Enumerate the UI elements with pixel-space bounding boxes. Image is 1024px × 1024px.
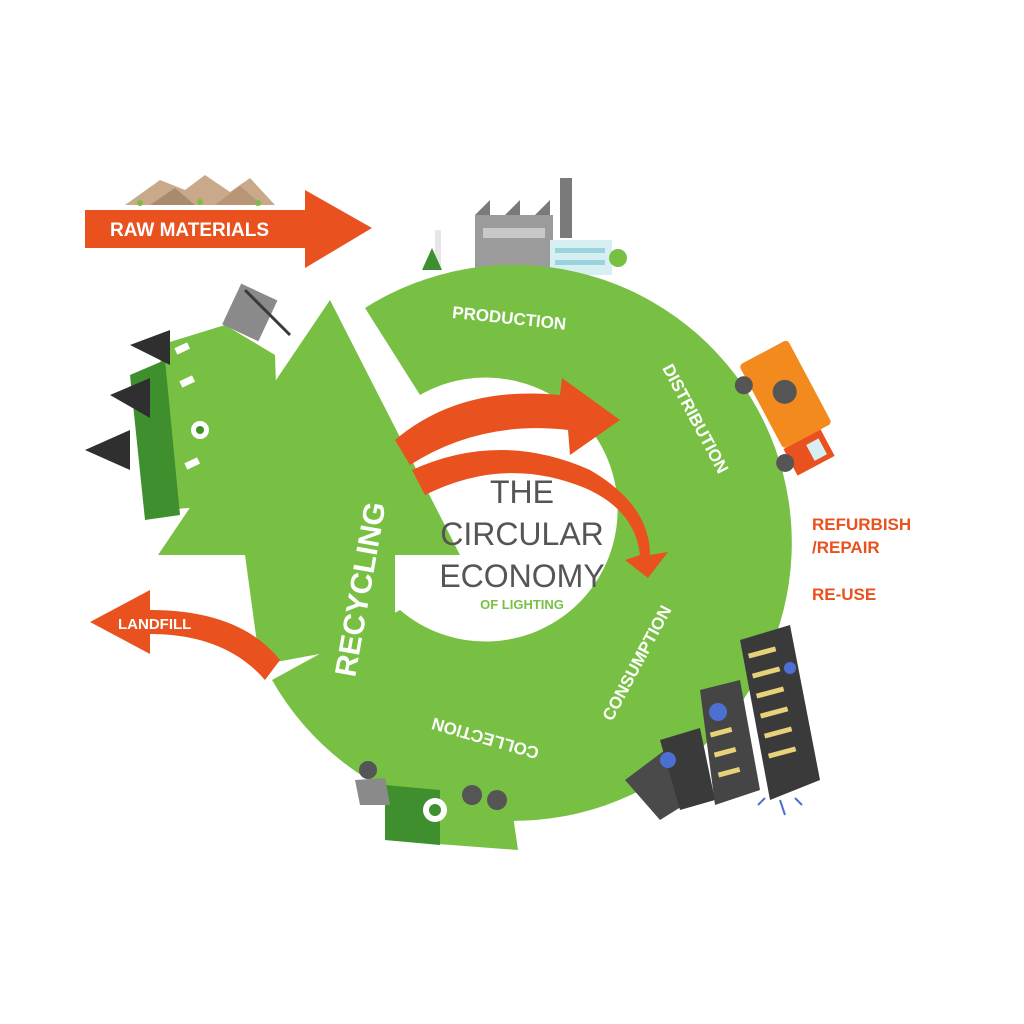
- buildings-icon: [625, 625, 820, 820]
- mountains-icon: [125, 175, 275, 206]
- refurbish-label-line2: /REPAIR: [812, 538, 880, 557]
- recycling-arrow: [158, 300, 460, 665]
- factory-icon: [422, 178, 627, 275]
- cycle-ring: [272, 264, 792, 821]
- reuse-label: RE-USE: [812, 585, 876, 604]
- recycling-plant-icon: [85, 283, 292, 520]
- reuse-loop-arrows: [395, 378, 668, 578]
- landfill-label: LANDFILL: [118, 616, 191, 633]
- refurbish-label-line1: REFURBISH: [812, 515, 911, 534]
- raw-materials-label: RAW MATERIALS: [110, 220, 269, 241]
- delivery-truck-icon: [734, 340, 835, 476]
- title-line-3: ECONOMY: [439, 558, 604, 594]
- title-line-2: CIRCULAR: [440, 516, 604, 552]
- landfill-arrow: LANDFILL: [90, 590, 280, 680]
- collection-truck-icon: [355, 761, 518, 850]
- raw-materials-arrow: RAW MATERIALS: [85, 190, 372, 268]
- title-line-1: THE: [490, 474, 554, 510]
- center-title: THE CIRCULAR ECONOMY OF LIGHTING: [439, 474, 604, 612]
- title-subtitle: OF LIGHTING: [480, 597, 564, 612]
